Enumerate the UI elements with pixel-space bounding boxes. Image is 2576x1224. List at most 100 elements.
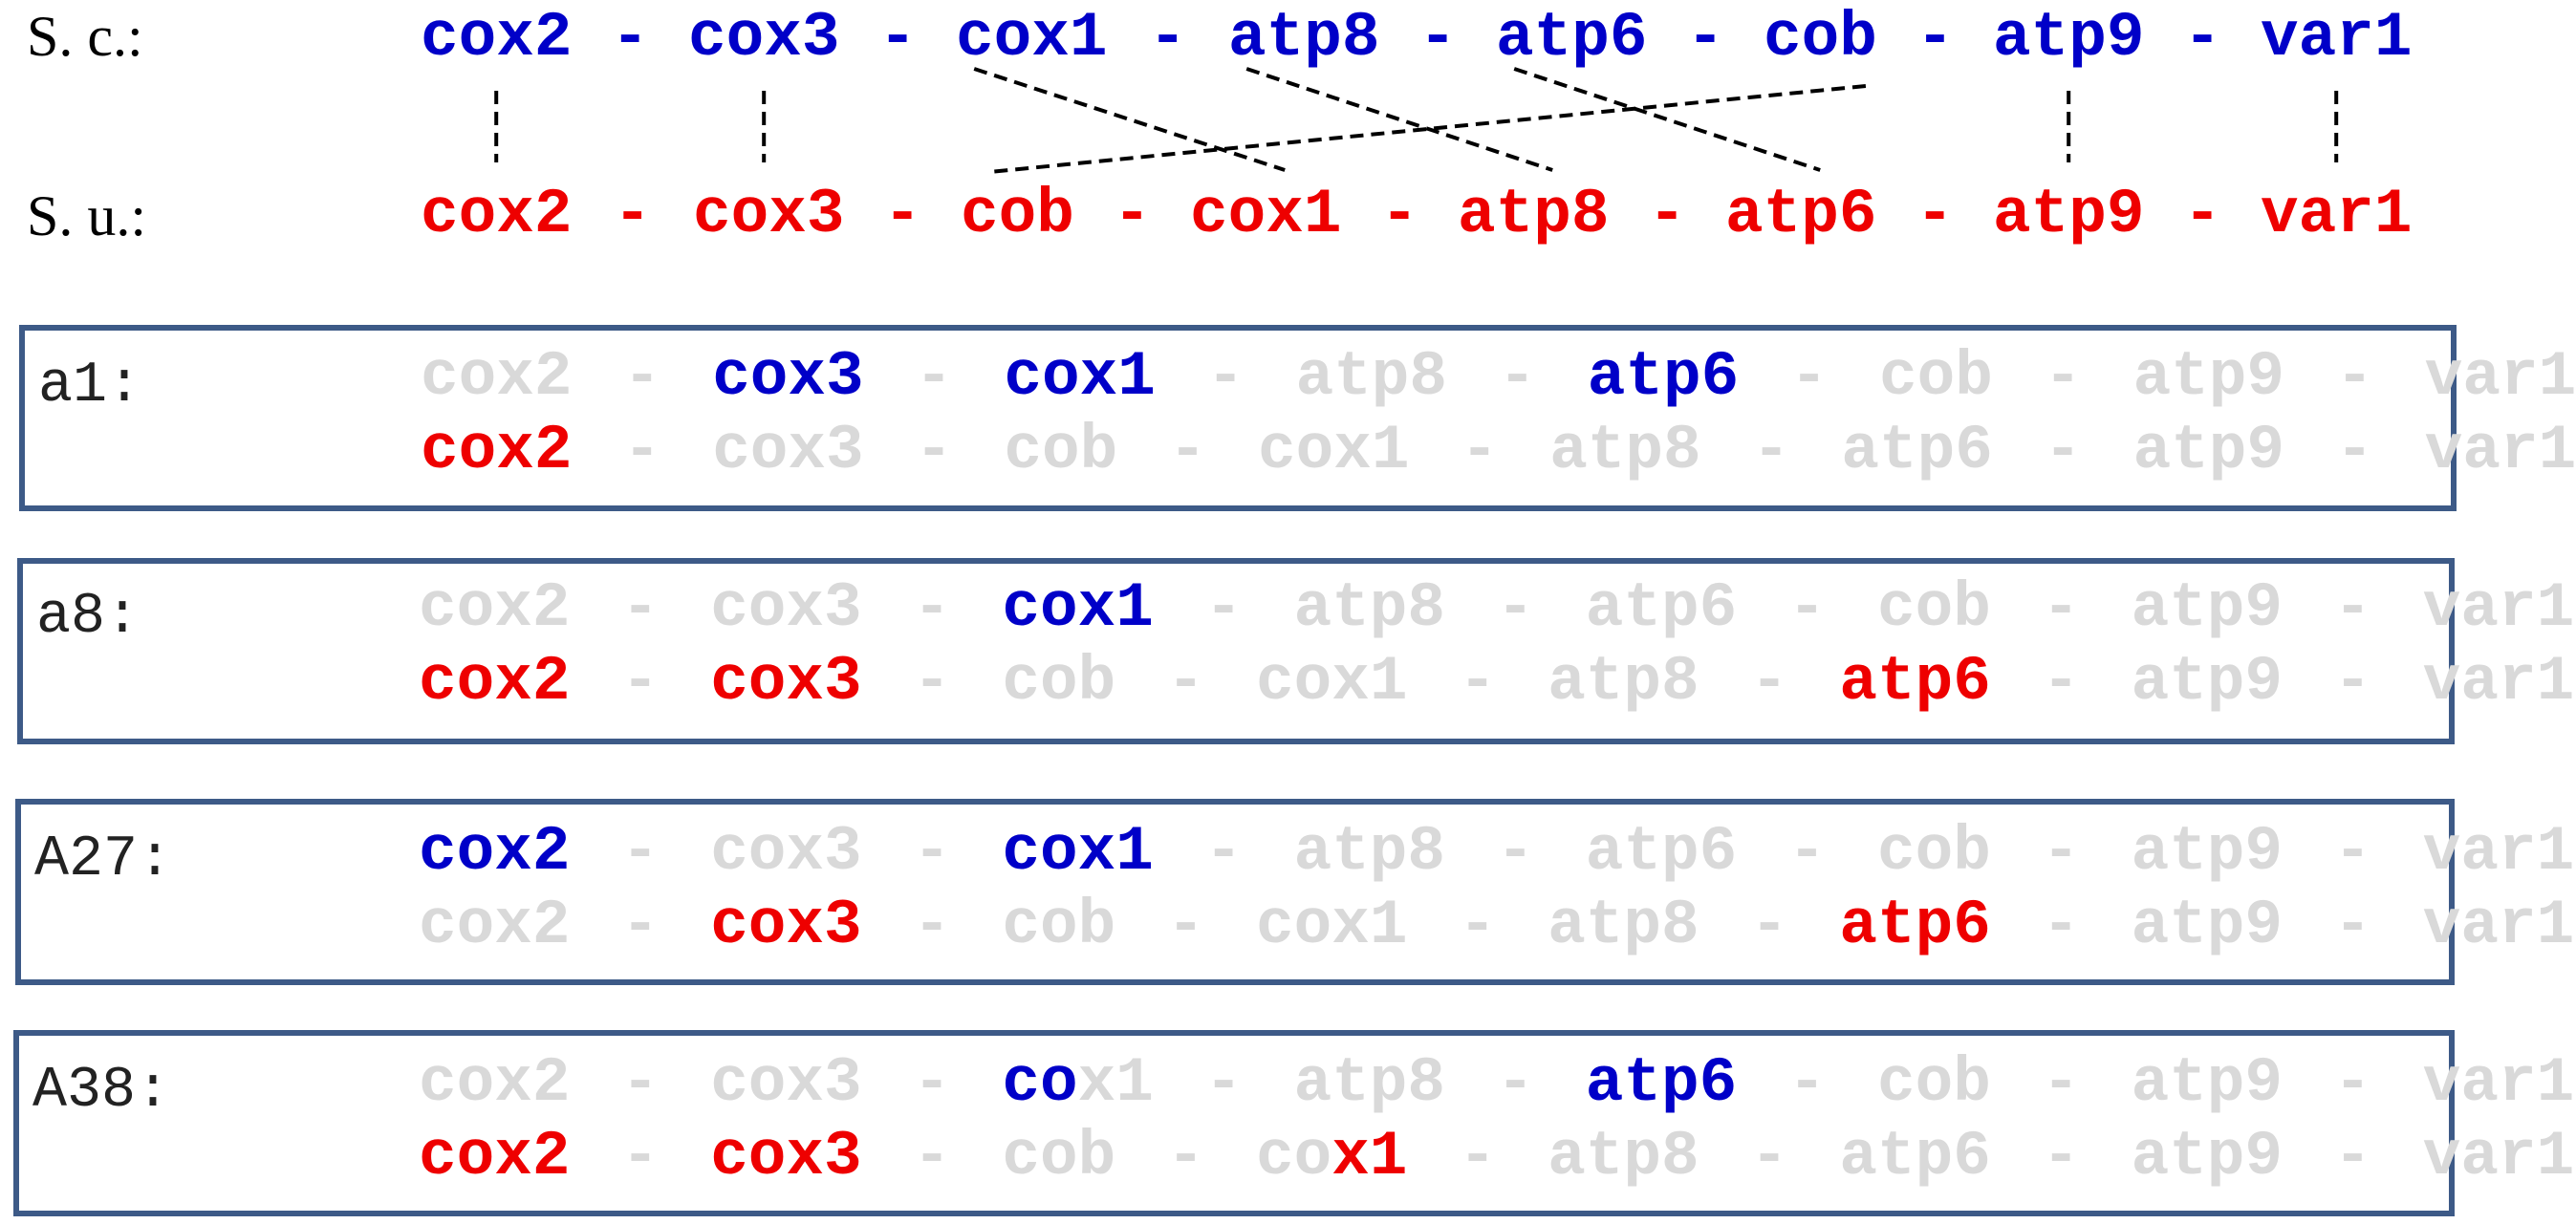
sc-separator: - — [913, 816, 951, 888]
sc-separator: - — [913, 1047, 951, 1119]
su-separator: - — [1459, 1121, 1497, 1192]
su-separator: - — [2044, 415, 2082, 486]
su-gene-cox1: cox1 — [1190, 179, 1342, 250]
sc-separator: - — [2044, 341, 2082, 413]
su-gene-atp8: atp8 — [1548, 1121, 1699, 1192]
su-separator: - — [913, 1121, 951, 1192]
sc-gene-cox2: cox2 — [419, 572, 571, 644]
sc-separator: - — [1787, 816, 1827, 888]
sc-gene-atp9: atp9 — [2132, 341, 2285, 413]
sc-label: S. c.: — [27, 5, 143, 68]
sc-separator: - — [611, 2, 649, 74]
sc-separator: - — [913, 572, 951, 644]
su-gene-cox2: cox2 — [421, 179, 573, 250]
su-gene-atp6: atp6 — [1839, 890, 1991, 961]
synteny-link-cox1 — [973, 67, 1286, 172]
su-separator: - — [621, 646, 660, 718]
panel-a8-sc-row: cox2-cox3-cox1-atp8-atp6-cob-atp9-var1 — [419, 570, 2574, 647]
su-gene-cob: cob — [1002, 1121, 1116, 1192]
sc-separator: - — [1787, 1047, 1827, 1119]
sc-separator: - — [2333, 572, 2372, 644]
su-separator: - — [2335, 415, 2374, 486]
su-gene-fragment: co — [1256, 1121, 1332, 1192]
panel-label: a8: — [36, 585, 141, 650]
sc-separator: - — [1148, 2, 1187, 74]
panel-a38: A38: — [13, 1030, 2455, 1216]
panel-a1: a1: — [19, 325, 2457, 511]
su-gene-atp6: atp6 — [1725, 179, 1877, 250]
sc-gene-atp8: atp8 — [1293, 572, 1446, 644]
sc-gene-cox1: cox1 — [956, 2, 1108, 74]
sc-gene-cox3: cox3 — [688, 2, 840, 74]
su-separator: - — [883, 179, 921, 250]
panel-a27: A27: — [15, 799, 2455, 985]
sc-separator: - — [1916, 2, 1955, 74]
su-label: S. u.: — [27, 184, 147, 247]
sc-gene-atp8: atp8 — [1293, 816, 1446, 888]
su-separator: - — [1459, 646, 1497, 718]
su-separator: - — [913, 646, 951, 718]
su-separator: - — [1461, 415, 1499, 486]
panel-a1-su-row: cox2-cox3-cob-cox1-atp8-atp6-atp9-var1 — [421, 413, 2576, 489]
sc-separator: - — [623, 341, 661, 413]
sc-gene-cob: cob — [1877, 572, 1991, 644]
panel-label: A27: — [34, 827, 173, 892]
su-separator: - — [2333, 646, 2372, 718]
sc-separator: - — [2042, 572, 2080, 644]
synteny-link-atp6 — [1513, 67, 1821, 172]
sc-gene-atp6: atp6 — [1585, 816, 1738, 888]
su-gene-cox2: cox2 — [419, 646, 571, 718]
su-gene-atp8: atp8 — [1458, 179, 1610, 250]
sc-separator: - — [2333, 1047, 2372, 1119]
su-gene-cox3: cox3 — [710, 890, 862, 961]
sc-separator: - — [2335, 341, 2374, 413]
panel-a8-su-row: cox2-cox3-cob-cox1-atp8-atp6-atp9-var1 — [419, 644, 2574, 720]
sc-separator: - — [1496, 572, 1535, 644]
su-separator: - — [1168, 415, 1207, 486]
su-separator: - — [621, 1121, 660, 1192]
su-separator: - — [1380, 179, 1418, 250]
sc-gene-var1: var1 — [2422, 572, 2575, 644]
sc-gene-cox3: cox3 — [710, 572, 862, 644]
sc-gene-cox3: cox3 — [712, 341, 864, 413]
sc-separator: - — [1787, 572, 1827, 644]
su-gene-atp6: atp6 — [1839, 646, 1991, 718]
sc-separator: - — [621, 572, 660, 644]
su-gene-cob: cob — [1002, 646, 1116, 718]
gene-order-diagram: S. c.: S. u.: cox2-cox3-cox1-atp8-atp6-c… — [13, 0, 2576, 1216]
su-gene-var1: var1 — [2261, 179, 2413, 250]
panel-a27-su-row: cox2-cox3-cob-cox1-atp8-atp6-atp9-var1 — [419, 888, 2574, 964]
su-separator: - — [915, 415, 953, 486]
su-gene-atp9: atp9 — [2132, 415, 2285, 486]
su-gene-atp9: atp9 — [2131, 890, 2284, 961]
su-gene-cox2: cox2 — [421, 415, 573, 486]
sc-separator: - — [2333, 816, 2372, 888]
su-separator: - — [2183, 179, 2221, 250]
su-separator: - — [1459, 890, 1497, 961]
panel-label: a1: — [38, 354, 142, 419]
sc-gene-atp8: atp8 — [1293, 1047, 1446, 1119]
su-gene-atp9: atp9 — [1993, 179, 2145, 250]
sc-separator: - — [915, 341, 953, 413]
su-separator: - — [1113, 179, 1152, 250]
su-separator: - — [1648, 179, 1686, 250]
su-separator: - — [613, 179, 652, 250]
su-gene-atp8: atp8 — [1548, 890, 1699, 961]
su-separator: - — [1750, 890, 1788, 961]
sc-gene-atp9: atp9 — [2131, 572, 2284, 644]
sc-gene-cox2: cox2 — [421, 2, 573, 74]
sc-separator: - — [1789, 341, 1829, 413]
sc-gene-var1: var1 — [2422, 1047, 2575, 1119]
su-gene-fragment: x1 — [1331, 1121, 1408, 1192]
su-separator: - — [2042, 646, 2080, 718]
su-gene-cox3: cox3 — [710, 646, 862, 718]
sc-gene-row: cox2-cox3-cox1-atp8-atp6-cob-atp9-var1 — [421, 0, 2428, 76]
su-separator: - — [2333, 1121, 2372, 1192]
su-gene-atp9: atp9 — [2131, 1121, 2284, 1192]
sc-gene-cox3: cox3 — [710, 1047, 862, 1119]
sc-gene-cob: cob — [1877, 1047, 1991, 1119]
sc-gene-atp9: atp9 — [2131, 1047, 2284, 1119]
su-separator: - — [1166, 890, 1205, 961]
